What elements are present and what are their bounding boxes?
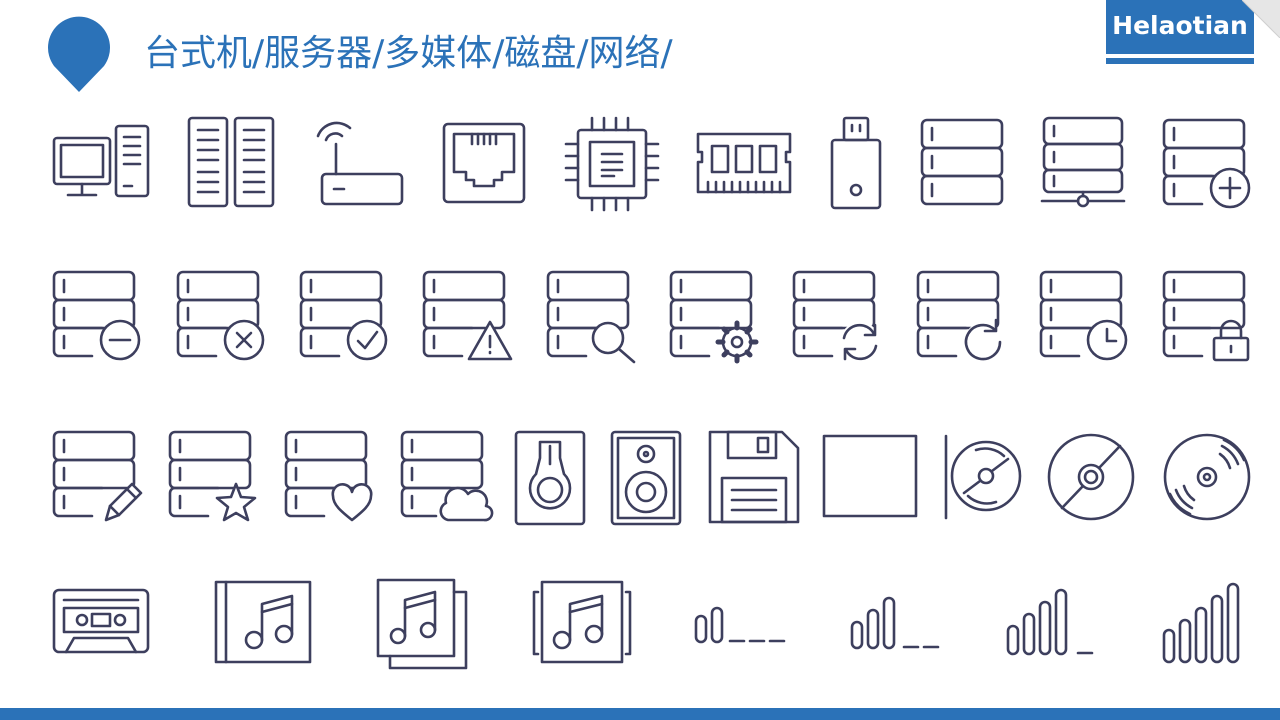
hard-drive-icon xyxy=(514,430,586,526)
vinyl-disc-icon xyxy=(1162,432,1252,522)
server-refresh-icon xyxy=(916,270,1004,362)
brand-box xyxy=(1106,0,1254,54)
signal-2-bars-icon xyxy=(694,606,788,644)
signal-5-bars-icon xyxy=(1162,582,1252,664)
bottom-accent-bar xyxy=(0,708,1280,720)
server-settings-icon xyxy=(669,270,761,364)
server-heart-icon xyxy=(284,430,376,524)
server-search-icon xyxy=(546,270,638,364)
music-album-icon xyxy=(214,580,312,666)
music-album-frame-icon xyxy=(532,580,632,666)
compact-disc-2-icon xyxy=(1046,432,1136,522)
server-check-icon xyxy=(299,270,391,362)
cd-case-icon xyxy=(822,434,920,520)
brand-underline xyxy=(1106,58,1254,64)
server-stack-icon xyxy=(920,118,1004,208)
server-network-icon xyxy=(1040,116,1126,210)
server-remove-icon xyxy=(52,270,144,362)
brand-badge: Helaotian xyxy=(1106,0,1254,64)
floppy-disk-icon xyxy=(708,430,800,524)
server-add-icon xyxy=(1162,118,1254,210)
server-clock-icon xyxy=(1039,270,1131,362)
cpu-chip-icon xyxy=(564,116,660,212)
server-warning-icon xyxy=(422,270,514,362)
slide-title: 台式机/服务器/多媒体/磁盘/网络/ xyxy=(144,33,673,74)
ethernet-port-icon xyxy=(442,122,526,204)
server-lock-icon xyxy=(1162,270,1254,364)
cassette-tape-icon xyxy=(52,588,150,656)
server-sync-icon xyxy=(792,270,880,362)
server-error-icon xyxy=(176,270,268,362)
page-curl-icon xyxy=(1242,0,1280,38)
server-edit-icon xyxy=(52,430,144,524)
speaker-icon xyxy=(610,430,682,526)
wifi-router-icon xyxy=(314,118,406,208)
ram-module-icon xyxy=(696,130,792,196)
desktop-computer-icon xyxy=(52,124,150,200)
compact-disc-icon xyxy=(944,434,1024,520)
location-pin-icon xyxy=(47,16,110,92)
music-album-stack-icon xyxy=(376,578,468,670)
server-cloud-icon xyxy=(400,430,492,524)
usb-drive-icon xyxy=(828,116,884,212)
brand-name: Helaotian xyxy=(1112,11,1248,40)
signal-4-bars-icon xyxy=(1006,588,1100,656)
server-star-icon xyxy=(168,430,260,524)
signal-3-bars-icon xyxy=(850,596,944,650)
server-rack-icon xyxy=(187,116,277,210)
